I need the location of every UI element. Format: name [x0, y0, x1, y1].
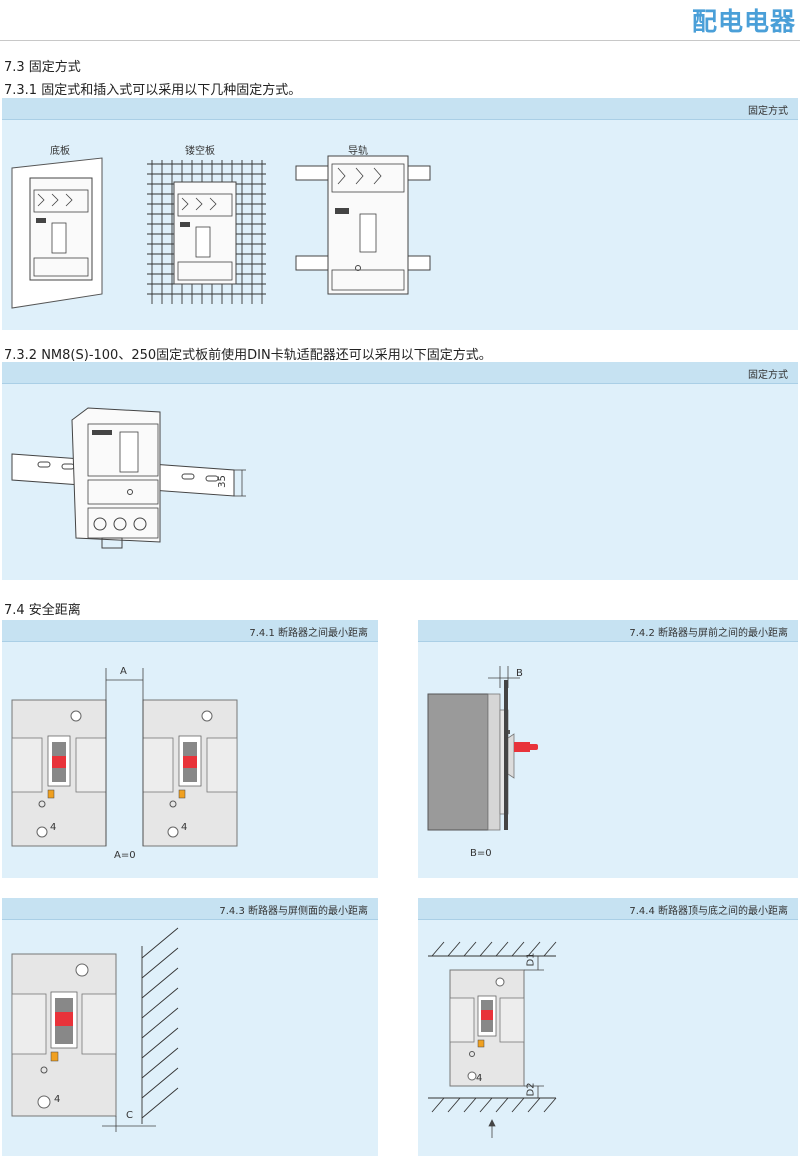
bottom-hatch [428, 1097, 557, 1113]
dimension-b [488, 666, 520, 688]
dimension-d [488, 956, 544, 1138]
panel-header-label: 7.4.3 断路器与屏侧面的最小距离 [219, 906, 368, 917]
panel-header-bar: 7.4.1 断路器之间最小距离 [2, 620, 378, 642]
dimension-35 [234, 469, 246, 497]
breaker-single [11, 953, 117, 1117]
panel-7-4-4: 7.4.4 断路器顶与底之间的最小距离 [418, 898, 798, 1156]
dimension-a-label: A [120, 666, 127, 677]
left-pole-mark: 4 [50, 822, 57, 833]
side-wall-hatch [141, 927, 179, 1124]
dimension-d1-label: D1 [525, 952, 537, 967]
breaker-small [449, 969, 525, 1087]
panel-header-label: 7.4.2 断路器与屏前之间的最小距离 [629, 628, 788, 639]
label-base-plate: 底板 [50, 146, 70, 157]
panel-header-bar: 固定方式 [2, 98, 798, 120]
panel-header-label: 7.4.4 断路器顶与底之间的最小距离 [629, 906, 788, 917]
panel-7-4-2: 7.4.2 断路器与屏前之间的最小距离 B B=0 [418, 620, 798, 878]
pole-mark: 4 [476, 1073, 483, 1084]
top-hatch [428, 941, 557, 957]
front-panel [504, 680, 538, 830]
breaker-top-bottom-figure [428, 941, 557, 1138]
dimension-c [102, 1116, 156, 1132]
breaker-side-view [427, 693, 515, 831]
dimension-d2-label: D2 [525, 1082, 537, 1097]
panel-header-bar: 7.4.2 断路器与屏前之间的最小距离 [418, 620, 798, 642]
section-7-3-1-heading: 7.3.1 固定式和插入式可以采用以下几种固定方式。 [4, 83, 302, 98]
panel-7-4-3: 7.4.3 断路器与屏侧面的最小距离 4 C [2, 898, 378, 1156]
right-pole-mark: 4 [181, 822, 188, 833]
panel-header-label: 固定方式 [748, 370, 788, 381]
din-adapter-figure [11, 407, 246, 549]
dimension-b-label: B [516, 668, 523, 679]
panel-header-bar: 7.4.4 断路器顶与底之间的最小距离 [418, 898, 798, 920]
brand-title: 配电电器 [691, 7, 796, 36]
mounting-panel-2: 固定方式 35 [2, 362, 798, 580]
header-divider [0, 40, 800, 41]
panel-header-bar: 固定方式 [2, 362, 798, 384]
breaker-side-distance-figure [11, 927, 179, 1132]
breaker-right [142, 699, 238, 847]
dimension-a-value: A=0 [114, 850, 136, 861]
label-perforated-plate: 镂空板 [185, 146, 215, 157]
dimension-b-value: B=0 [470, 848, 492, 859]
breaker-spacing-figure [11, 668, 238, 847]
mounting-panel-1: 固定方式 底板 镂空板 导轨 [2, 98, 798, 330]
panel-header-label: 7.4.1 断路器之间最小距离 [249, 628, 368, 639]
breaker-on-base-plate [29, 177, 93, 281]
breaker-on-din-adapter [71, 407, 161, 549]
section-7-3-heading: 7.3 固定方式 [4, 60, 81, 75]
breaker-front-figure [427, 666, 538, 831]
panel-header-bar: 7.4.3 断路器与屏侧面的最小距离 [2, 898, 378, 920]
section-7-3-2-heading: 7.3.2 NM8(S)-100、250固定式板前使用DIN卡轨适配器还可以采用… [4, 348, 492, 363]
label-rail: 导轨 [348, 146, 368, 157]
mounting-figures [11, 155, 431, 309]
pole-mark: 4 [54, 1094, 61, 1105]
section-7-4-heading: 7.4 安全距离 [4, 603, 81, 618]
dimension-c-label: C [126, 1110, 133, 1121]
panel-header-label: 固定方式 [748, 106, 788, 117]
dimension-35-label: 35 [216, 475, 228, 488]
panel-7-4-1: 7.4.1 断路器之间最小距离 [2, 620, 378, 878]
breaker-on-perforated-plate [173, 181, 237, 285]
breaker-on-rail [327, 155, 409, 295]
breaker-left [11, 699, 107, 847]
dimension-a [105, 668, 144, 846]
